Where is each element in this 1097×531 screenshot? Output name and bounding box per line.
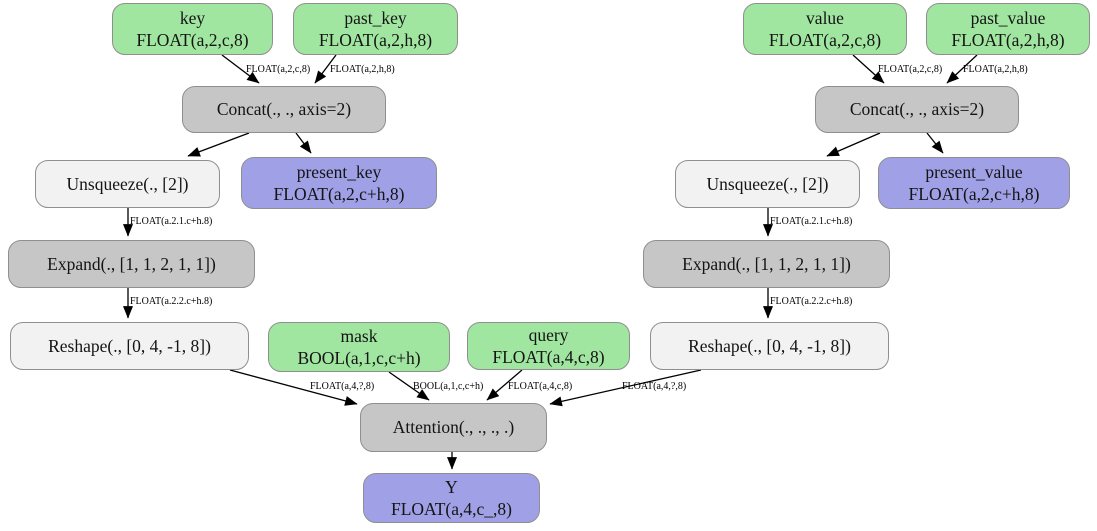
node-key: key FLOAT(a,2,c,8) [112,3,273,55]
node-output-y-name: Y [445,476,458,497]
edge-query-to-attention [486,369,523,401]
node-present-key: present_key FLOAT(a,2,c+h,8) [241,157,437,209]
node-past-value-name: past_value [970,7,1046,28]
edge-value-to-concat [852,54,885,84]
node-concat-key-label: Concat(., ., axis=2) [216,99,352,120]
node-past-value-type: FLOAT(a,2,h,8) [951,30,1065,50]
edge-concat-to-unsqueeze-key [187,132,250,157]
edge-label-unsqueeze-key-out: FLOAT(a.2.1.c+h.8) [130,216,213,227]
edge-key-to-concat [221,54,260,84]
edge-concat-to-unsqueeze-value [826,132,881,157]
node-past-value: past_value FLOAT(a,2,h,8) [926,3,1090,55]
node-concat-key: Concat(., ., axis=2) [182,86,386,133]
node-present-key-type: FLOAT(a,2,c+h,8) [273,184,405,204]
node-past-key: past_key FLOAT(a,2,h,8) [293,3,458,55]
edge-concat-to-present-value [926,132,944,154]
node-mask-type: BOOL(a,1,c,c+h) [297,348,421,368]
node-unsqueeze-value-label: Unsqueeze(., [2]) [706,173,829,194]
edge-concat-to-present-key [295,132,312,154]
edge-label-past-key-to-concat: FLOAT(a,2,h,8) [330,64,395,75]
node-mask: mask BOOL(a,1,c,c+h) [268,322,450,372]
node-unsqueeze-key-label: Unsqueeze(., [2]) [66,173,189,194]
node-expand-value-label: Expand(., [1, 1, 2, 1, 1]) [682,253,851,274]
edge-label-expand-value-out: FLOAT(a.2.2.c+h.8) [770,296,853,307]
node-value-type: FLOAT(a,2,c,8) [768,30,882,50]
edge-label-query-to-attention: FLOAT(a,4,c,8) [508,381,573,392]
node-expand-value: Expand(., [1, 1, 2, 1, 1]) [643,240,890,288]
node-present-value: present_value FLOAT(a,2,c+h,8) [878,157,1070,209]
edge-reshape-value-to-attention [549,369,702,407]
node-reshape-key: Reshape(., [0, 4, -1, 8]) [10,322,249,370]
node-key-name: key [179,7,206,28]
node-reshape-value-label: Reshape(., [0, 4, -1, 8]) [688,335,851,356]
node-expand-key-label: Expand(., [1, 1, 2, 1, 1]) [47,253,216,274]
node-reshape-key-label: Reshape(., [0, 4, -1, 8]) [48,335,211,356]
edge-label-past-value-to-concat: FLOAT(a,2,h,8) [963,64,1028,75]
edge-label-key-to-concat: FLOAT(a,2,c,8) [246,64,311,75]
node-value: value FLOAT(a,2,c,8) [743,3,907,55]
edge-past-key-to-concat [314,54,337,84]
edge-label-unsqueeze-value-out: FLOAT(a.2.1.c+h.8) [770,216,853,227]
node-value-name: value [806,7,844,28]
edge-label-expand-key-out: FLOAT(a.2.2.c+h.8) [130,296,213,307]
node-attention-label: Attention(., ., ., .) [392,417,515,438]
node-query: query FLOAT(a,4,c,8) [467,322,630,370]
edge-reshape-key-to-attention [229,369,358,406]
node-expand-key: Expand(., [1, 1, 2, 1, 1]) [8,240,255,288]
node-output-y-type: FLOAT(a,4,c_,8) [390,499,512,519]
node-present-value-type: FLOAT(a,2,c+h,8) [908,184,1040,204]
node-present-key-name: present_key [296,161,382,182]
node-query-name: query [528,324,569,345]
edge-mask-to-attention [388,371,430,401]
node-query-type: FLOAT(a,4,c,8) [492,347,605,367]
node-output-y: Y FLOAT(a,4,c_,8) [363,473,540,523]
node-present-value-name: present_value [925,161,1023,182]
node-key-type: FLOAT(a,2,c,8) [136,30,249,50]
node-attention: Attention(., ., ., .) [360,403,547,452]
node-unsqueeze-key: Unsqueeze(., [2]) [35,160,220,208]
node-concat-value: Concat(., ., axis=2) [815,86,1019,133]
edge-past-value-to-concat [946,54,978,84]
node-past-key-name: past_key [344,7,407,28]
node-past-key-type: FLOAT(a,2,h,8) [318,30,433,50]
edge-label-reshape-key-to-attention: FLOAT(a,4,?,8) [310,381,375,392]
node-unsqueeze-value: Unsqueeze(., [2]) [675,160,860,208]
edge-label-reshape-value-to-attention: FLOAT(a,4,?,8) [622,381,687,392]
edge-label-value-to-concat: FLOAT(a,2,c,8) [878,64,943,75]
edge-label-mask-to-attention: BOOL(a,1,c,c+h) [413,381,484,392]
node-mask-name: mask [340,325,378,346]
node-reshape-value: Reshape(., [0, 4, -1, 8]) [650,322,889,370]
node-concat-value-label: Concat(., ., axis=2) [849,99,985,120]
